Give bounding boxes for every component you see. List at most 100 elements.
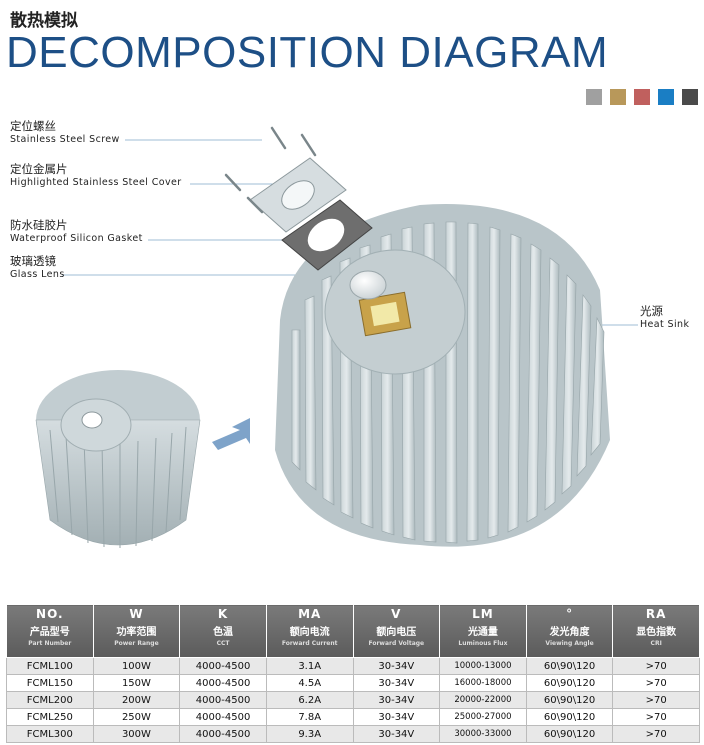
screw (270, 126, 287, 150)
table-cell: 30-34V (352, 657, 441, 675)
table-cell: 60\90\120 (525, 725, 614, 743)
exploded-parts (224, 126, 387, 300)
callout-cn: 光源 (640, 304, 663, 318)
header-cn: 功率范围 (116, 627, 157, 638)
callout-cn: 定位螺丝 (10, 119, 56, 133)
header-cn: 发光角度 (549, 627, 590, 638)
callout-silicon-gasket: 防水硅胶片 Waterproof Silicon Gasket (10, 218, 143, 244)
table-cell: 4.5A (265, 674, 354, 692)
table-cell: 60\90\120 (525, 708, 614, 726)
header-symbol: ° (566, 607, 574, 621)
table-cell: FCML200 (6, 691, 94, 709)
table-cell: 4000-4500 (179, 725, 267, 743)
led-emitter (370, 301, 400, 327)
callout-en: Waterproof Silicon Gasket (10, 232, 143, 244)
header-symbol: K (217, 607, 229, 621)
header-en: Luminous Flux (458, 640, 508, 647)
table-cell: 4000-4500 (179, 708, 267, 726)
callout-cn: 定位金属片 (10, 162, 68, 176)
table-cell: 7.8A (265, 708, 354, 726)
header-cn: 产品型号 (29, 627, 70, 638)
table-cell: FCML100 (6, 657, 94, 675)
header-en: Forward Current (281, 640, 338, 647)
table-cell: FCML300 (6, 725, 94, 743)
table-cell: 4000-4500 (179, 674, 267, 692)
column-header-forward-current: MA 额向电流 Forward Current (265, 604, 354, 658)
cover-opening (281, 180, 315, 210)
color-swatch-blue[interactable] (658, 89, 674, 105)
stainless-steel-screws (224, 126, 317, 214)
table-cell: 16000-18000 (439, 674, 527, 692)
table-cell: FCML250 (6, 708, 94, 726)
table-cell: 3.1A (265, 657, 354, 675)
table-cell: >70 (612, 674, 700, 692)
header-cn: 额向电流 (289, 627, 330, 638)
assembled-lens (81, 411, 103, 429)
header-symbol: V (391, 607, 402, 621)
color-swatch-red[interactable] (634, 89, 650, 105)
table-cell: 250W (92, 708, 181, 726)
table-cell: 60\90\120 (525, 657, 614, 675)
table-cell: >70 (612, 708, 700, 726)
header-en: Forward Voltage (368, 640, 425, 647)
assembled-heat-sink (35, 370, 201, 548)
table-cell: 10000-13000 (439, 657, 527, 675)
table-cell: 9.3A (265, 725, 354, 743)
color-swatch-gold[interactable] (610, 89, 626, 105)
callout-glass-lens: 玻璃透镜 Glass Lens (10, 254, 65, 280)
callout-en: Highlighted Stainless Steel Cover (10, 176, 182, 188)
callout-en: Stainless Steel Screw (10, 133, 120, 145)
header-symbol: MA (298, 607, 322, 621)
table-cell: 100W (92, 657, 181, 675)
gasket-opening (307, 218, 345, 252)
table-cell: 30-34V (352, 691, 441, 709)
callout-cn: 防水硅胶片 (10, 218, 68, 232)
table-cell: 30-34V (352, 674, 441, 692)
table-cell: >70 (612, 691, 700, 709)
table-cell: >70 (612, 657, 700, 675)
table-cell: 20000-22000 (439, 691, 527, 709)
header-en: Part Number (28, 640, 72, 647)
callout-stainless-steel-cover: 定位金属片 Highlighted Stainless Steel Cover (10, 162, 182, 188)
callout-en: Heat Sink (640, 318, 690, 330)
header-symbol: RA (645, 607, 667, 621)
color-swatch-silver[interactable] (586, 89, 602, 105)
header-cn: 光通量 (467, 627, 498, 638)
page-title: DECOMPOSITION DIAGRAM (6, 28, 609, 77)
table-cell: 30000-33000 (439, 725, 527, 743)
screw (300, 133, 317, 157)
callout-heat-sink: 光源 Heat Sink (640, 304, 690, 330)
table-cell: 4000-4500 (179, 657, 267, 675)
table-cell: 4000-4500 (179, 691, 267, 709)
table-cell: 30-34V (352, 708, 441, 726)
column-header-viewing-angle: ° 发光角度 Viewing Angle (525, 604, 614, 658)
glass-lens (349, 270, 387, 300)
color-swatch-black[interactable] (682, 89, 698, 105)
header-en: Viewing Angle (545, 640, 594, 647)
table-cell: FCML150 (6, 674, 94, 692)
header-cn: 额向电压 (376, 627, 417, 638)
table-cell: 25000-27000 (439, 708, 527, 726)
large-heat-sink (275, 204, 610, 547)
header-en: Power Range (114, 640, 159, 647)
column-header-forward-voltage: V 额向电压 Forward Voltage (352, 604, 441, 658)
exploded-view-diagram (35, 126, 638, 548)
callout-stainless-steel-screw: 定位螺丝 Stainless Steel Screw (10, 119, 120, 145)
direction-arrow (212, 418, 250, 450)
table-cell: 6.2A (265, 691, 354, 709)
table-cell: >70 (612, 725, 700, 743)
header-en: CRI (650, 640, 662, 647)
screw (224, 173, 242, 192)
